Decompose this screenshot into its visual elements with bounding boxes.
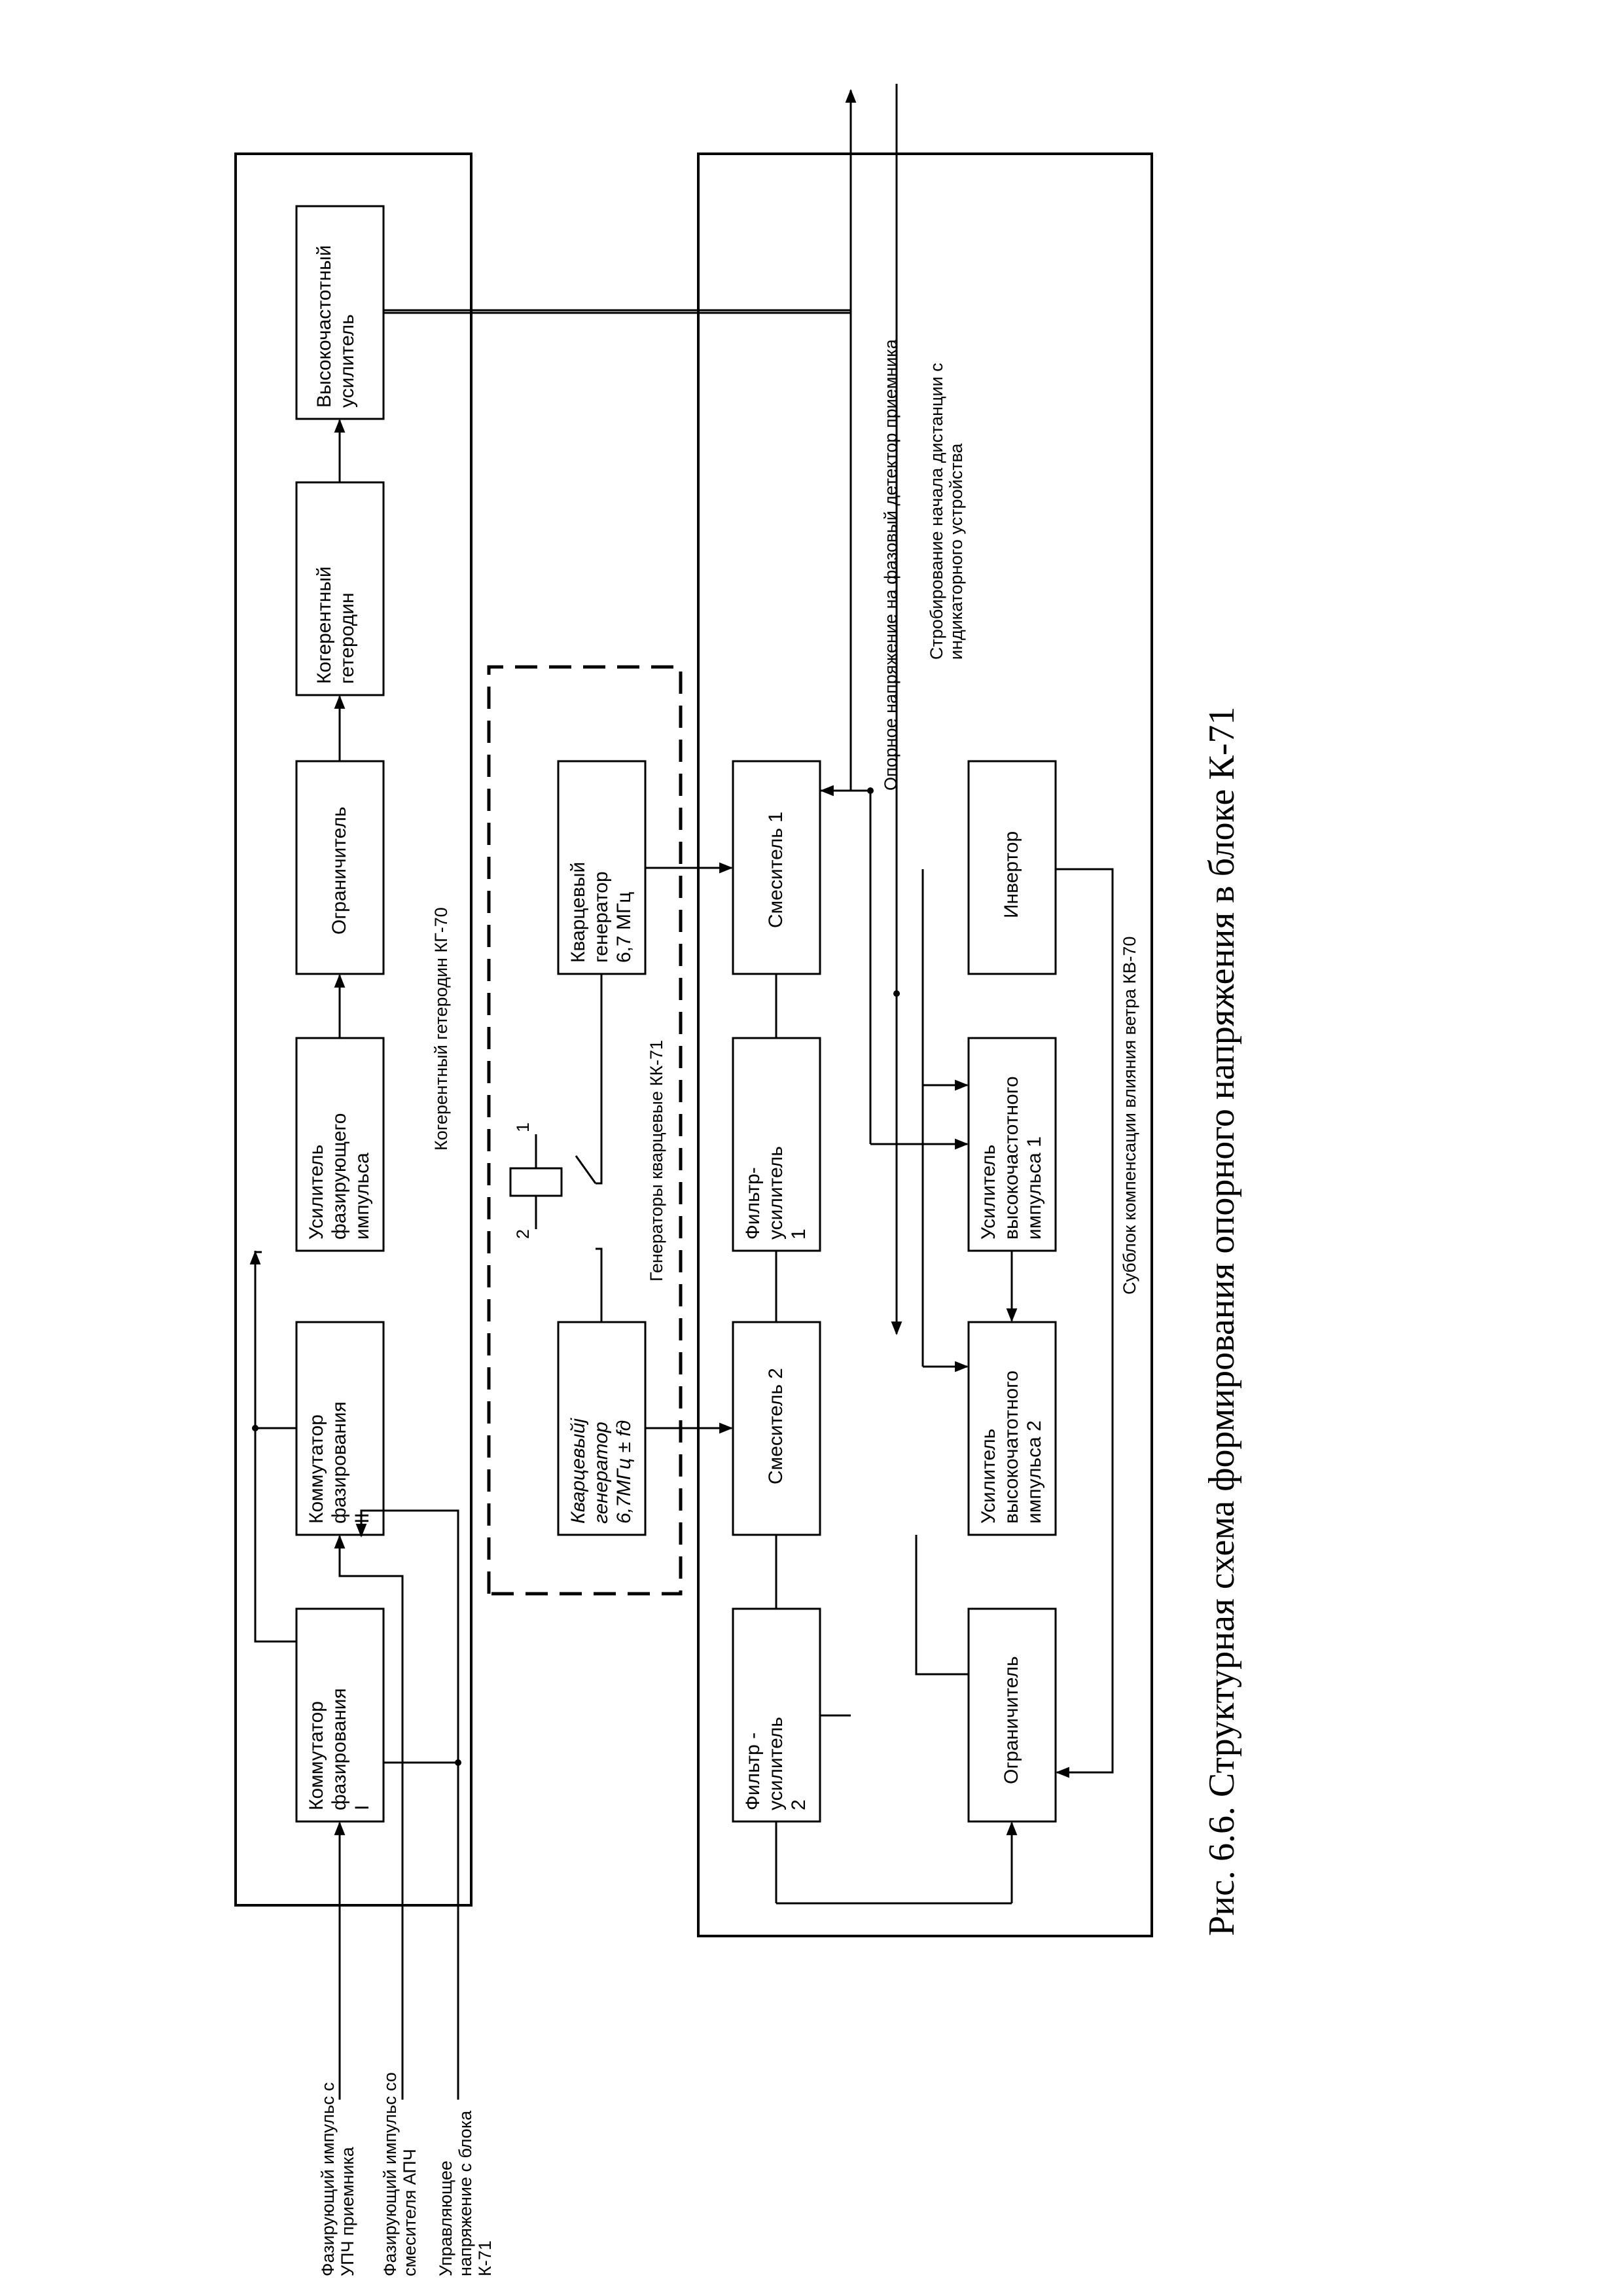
block-coherent-heterodyne-text: Когерентный гетеродин [313,561,358,684]
block-crystal-generator-1: Кварцевый генератор 6,7 МГц [557,760,647,975]
kk71-frame [487,665,683,1596]
group-label-kv70: Субблок компенсации влияния ветра КВ-70 [1120,937,1139,1295]
block-crystal-generator-2-text: Кварцевыйј генератор 6,7МГц ± fд [567,1413,635,1524]
output-label-strobe: Стробирование начала дистанции с индикат… [927,358,966,660]
input-label-2: Фазирующий импульс со смесителя АПЧ [380,2068,419,2276]
group-label-kg70: Когерентный гетеродин КГ-70 [431,907,451,1151]
block-filter-amplifier-1-text: Фильтр- усилитель 1 [742,1141,810,1240]
block-hf-pulse-amplifier-2-text: Усилитель высокочатотного импульса 2 [978,1365,1045,1524]
block-mixer-2-text: Смеситель 2 [765,1368,787,1484]
input-label-1: Фазирующий импульс с УПЧ приемника [318,2077,357,2276]
block-hf-amplifier-text: Высокочастотный усилитель [313,240,358,408]
block-filter-amplifier-2: Фильтр - усилитель 2 [732,1607,821,1823]
kv70-frame [697,152,1153,1937]
switch-pos-1: 1 [513,1122,533,1132]
block-mixer-2: Смеситель 2 [732,1321,821,1536]
block-hf-amplifier: Высокочастотный усилитель [295,205,385,420]
block-filter-amplifier-1: Фильтр- усилитель 1 [732,1037,821,1252]
block-crystal-generator-1-text: Кварцевый генератор 6,7 МГц [567,856,635,963]
output-label-phase: Опорное напряжение на фазовый детектор п… [881,338,901,791]
block-limiter-2-text: Ограничитель [1001,1656,1022,1784]
block-inverter-text: Инвертор [1001,831,1022,918]
block-limiter-1-text: Ограничитель [329,806,350,935]
block-hf-pulse-amplifier-1: Усилитель высокочастотного импульса 1 [967,1037,1057,1252]
block-commutator-1-text: Коммутатор фазирования I [306,1683,373,1810]
block-filter-amplifier-2-text: Фильтр - усилитель 2 [742,1712,810,1810]
block-crystal-generator-2: Кварцевыйј генератор 6,7МГц ± fд [557,1321,647,1536]
block-commutator-2-text: Коммутатор фазирования II [306,1396,373,1524]
block-mixer-1-text: Смеситель 1 [765,812,787,928]
connections [249,84,1114,2100]
block-hf-pulse-amplifier-2: Усилитель высокочатотного импульса 2 [967,1321,1057,1536]
block-limiter-2: Ограничитель [967,1607,1057,1823]
selector-switch: 1 2 [509,1122,597,1239]
block-coherent-heterodyne: Когерентный гетеродин [295,481,385,696]
block-phasing-amplifier: Усилитель фазирующего импульса [295,1037,385,1252]
kg70-frame [234,152,473,1907]
figure-caption: Рис. 6.6. Структурная схема формирования… [1202,707,1242,1936]
block-inverter: Инвертор [967,760,1057,975]
block-mixer-1: Смеситель 1 [732,760,821,975]
block-hf-pulse-amplifier-1-text: Усилитель высокочастотного импульса 1 [978,1071,1045,1240]
block-limiter-1: Ограничитель [295,760,385,975]
group-label-kk71: Генераторы кварцевые КК-71 [647,1040,666,1282]
input-label-3: Управляющее напряжение с блока К-71 [436,2106,495,2276]
block-commutator-2: Коммутатор фазирования II [295,1321,385,1536]
block-commutator-1: Коммутатор фазирования I [295,1607,385,1823]
switch-pos-2: 2 [513,1229,533,1239]
block-phasing-amplifier-text: Усилитель фазирующего импульса [306,1107,373,1240]
